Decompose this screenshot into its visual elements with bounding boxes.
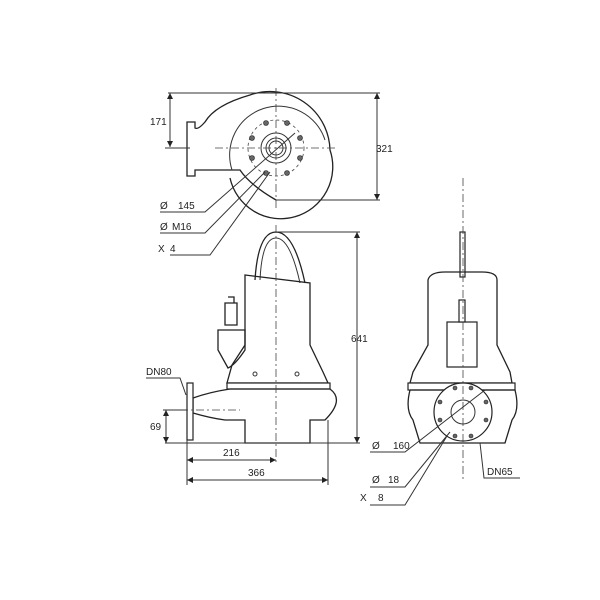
front-view: Ø 160 Ø 18 X 8 DN65 <box>360 178 520 506</box>
dim-321: 321 <box>376 144 393 155</box>
bolt-holes <box>249 120 303 176</box>
label-x4: 4 <box>170 244 176 255</box>
label-x8: 8 <box>378 493 384 504</box>
diameter-symbol: Ø <box>372 475 380 486</box>
dim-366: 366 <box>248 468 265 479</box>
dim-641: 641 <box>351 334 368 345</box>
motor-housing-front <box>409 271 513 384</box>
dim-171: 171 <box>150 117 167 128</box>
label-145: 145 <box>178 201 195 212</box>
side-view: DN80 641 69 216 366 <box>146 225 368 485</box>
label-dn80: DN80 <box>146 367 172 378</box>
clamp-band <box>226 382 331 390</box>
dim-216: 216 <box>223 448 240 459</box>
diameter-symbol: Ø <box>160 222 168 233</box>
dim-69: 69 <box>150 422 162 433</box>
count-prefix: X <box>360 493 367 504</box>
diameter-symbol: Ø <box>160 201 168 212</box>
motor-housing <box>226 274 330 384</box>
volute-outline <box>186 90 334 220</box>
diameter-symbol: Ø <box>372 441 380 452</box>
label-18: 18 <box>388 475 400 486</box>
count-prefix: X <box>158 244 165 255</box>
lifting-rod <box>459 231 466 278</box>
pump-housing <box>192 388 337 444</box>
cable-gland <box>224 296 238 326</box>
label-160: 160 <box>393 441 410 452</box>
outlet-flange <box>186 382 194 441</box>
label-dn65: DN65 <box>487 467 513 478</box>
top-view: 171 321 Ø 145 Ø M16 X 4 <box>150 88 393 256</box>
label-m16: M16 <box>172 222 192 233</box>
